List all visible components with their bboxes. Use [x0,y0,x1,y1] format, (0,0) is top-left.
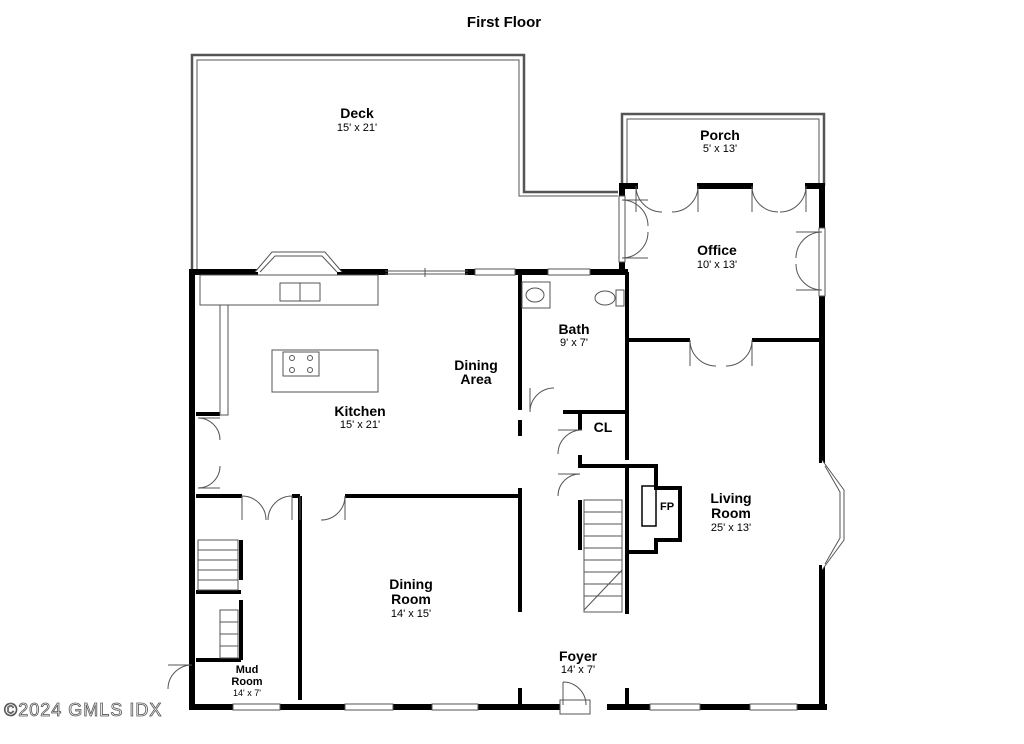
kitchen-island [271,349,379,393]
porch-outline [620,112,826,186]
mud-room-stairs [197,539,239,659]
deck-outline [190,53,618,270]
mud-room-name-2: Room [231,676,262,688]
dining-area-name-1: Dining [454,357,498,373]
living-room-bay-window [821,459,845,571]
porch-dims: 5' x 13' [703,143,737,155]
plan-title: First Floor [467,14,541,31]
office-dims: 10' x 13' [697,259,737,271]
bath-name: Bath [558,321,589,337]
closet-name: CL [594,419,613,435]
living-room-dims: 25' x 13' [711,522,751,534]
watermark: ©2024 GMLS IDX [4,700,162,720]
sliding-door [385,268,468,277]
bath-fixtures [521,281,625,309]
kitchen-sink [279,282,321,302]
porch-name: Porch [700,127,740,143]
dining-area-name-2: Area [460,371,491,387]
interior-walls [196,272,822,707]
dining-room-name-2: Room [391,591,431,607]
fireplace-label: FP [660,501,674,513]
bath-dims: 9' x 7' [560,337,588,349]
kitchen-bay-window [199,251,379,416]
mud-room-name-1: Mud [236,664,259,676]
main-stairs [583,499,623,613]
deck-dims: 15' x 21' [337,122,377,134]
living-room-name-1: Living [710,490,751,506]
dining-room-name-1: Dining [389,576,433,592]
living-room-name-2: Room [711,505,751,521]
fireplace: FP [627,464,682,554]
dining-room-dims: 14' x 15' [391,608,431,620]
doors [167,185,823,715]
kitchen-dims: 15' x 21' [340,419,380,431]
deck-name: Deck [340,105,374,121]
kitchen-name: Kitchen [334,403,385,419]
office-name: Office [697,242,737,258]
mud-room-dims: 14' x 7' [233,688,261,698]
foyer-dims: 14' x 7' [561,664,595,676]
foyer-name: Foyer [559,648,598,664]
windows [232,195,826,711]
